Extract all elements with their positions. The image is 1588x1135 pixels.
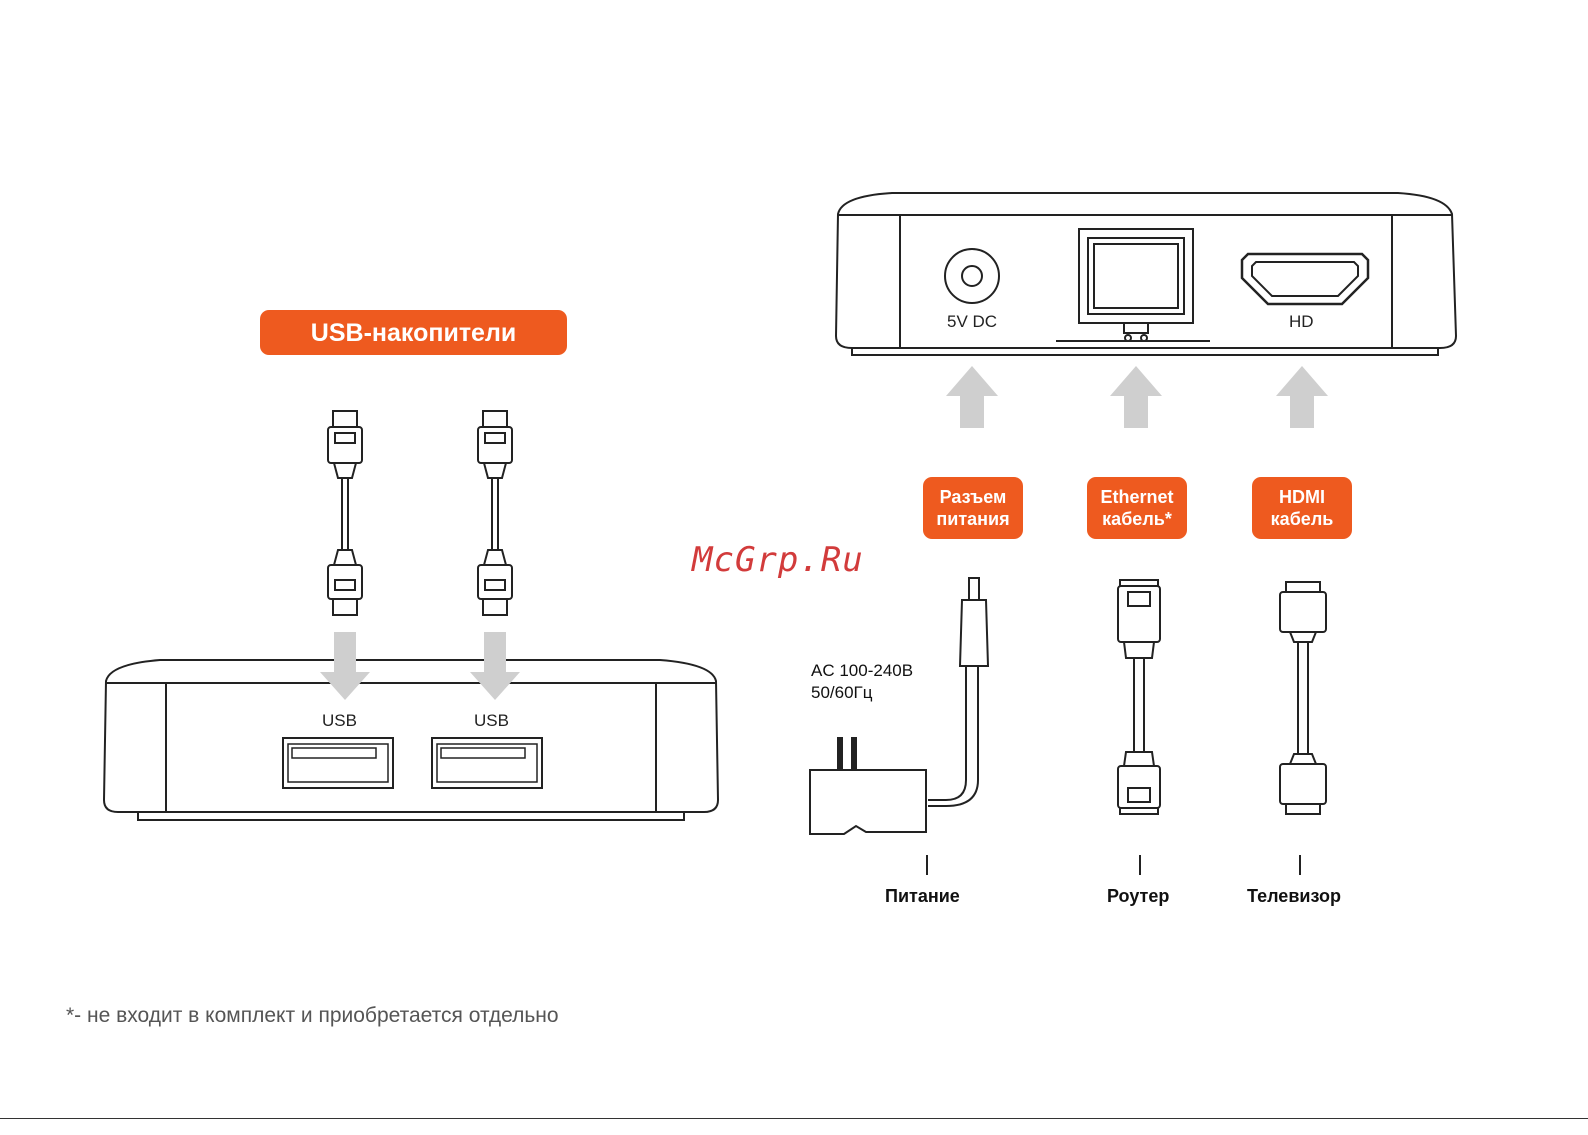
ethernet-cable (1118, 580, 1160, 814)
page-bottom-rule (0, 1118, 1588, 1119)
media-box-front (104, 660, 718, 820)
watermark: McGrp.Ru (692, 540, 864, 580)
ethernet-cable-badge: Ethernet кабель* (1087, 477, 1187, 539)
hdmi-port (1242, 254, 1368, 304)
footnote: *- не входит в комплект и приобретается … (66, 1004, 559, 1028)
ethernet-cable-badge-line2: кабель* (1102, 508, 1172, 530)
hdmi-cable-badge-line2: кабель (1271, 508, 1334, 530)
usb-cable-1 (328, 411, 362, 615)
adapter-spec-line2: 50/60Гц (811, 682, 913, 704)
power-tick (926, 855, 928, 875)
power-connector-badge-line2: питания (936, 508, 1009, 530)
hdmi-cable-badge: HDMI кабель (1252, 477, 1352, 539)
power-adapter (810, 578, 988, 834)
destination-power: Питание (885, 886, 960, 907)
destination-router: Роутер (1107, 886, 1169, 907)
tv-tick (1299, 855, 1301, 875)
ethernet-cable-badge-line1: Ethernet (1100, 486, 1173, 508)
usb-drives-badge-text: USB-накопители (311, 322, 516, 344)
usb-cable-2 (478, 411, 512, 615)
power-port-label: 5V DC (947, 312, 997, 332)
hdmi-port-label: HD (1289, 312, 1314, 332)
hdmi-cable (1280, 582, 1326, 814)
router-tick (1139, 855, 1141, 875)
power-connector-badge-line1: Разъем (940, 486, 1007, 508)
dc-jack (945, 249, 999, 303)
usb-drives-badge: USB-накопители (260, 310, 567, 355)
usb-port-label-2: USB (474, 711, 509, 731)
usb-port-label-1: USB (322, 711, 357, 731)
up-arrows (946, 366, 1328, 428)
adapter-spec: AC 100-240В 50/60Гц (811, 660, 913, 704)
hdmi-cable-badge-line1: HDMI (1279, 486, 1325, 508)
power-connector-badge: Разъем питания (923, 477, 1023, 539)
destination-tv: Телевизор (1247, 886, 1341, 907)
adapter-spec-line1: AC 100-240В (811, 660, 913, 682)
